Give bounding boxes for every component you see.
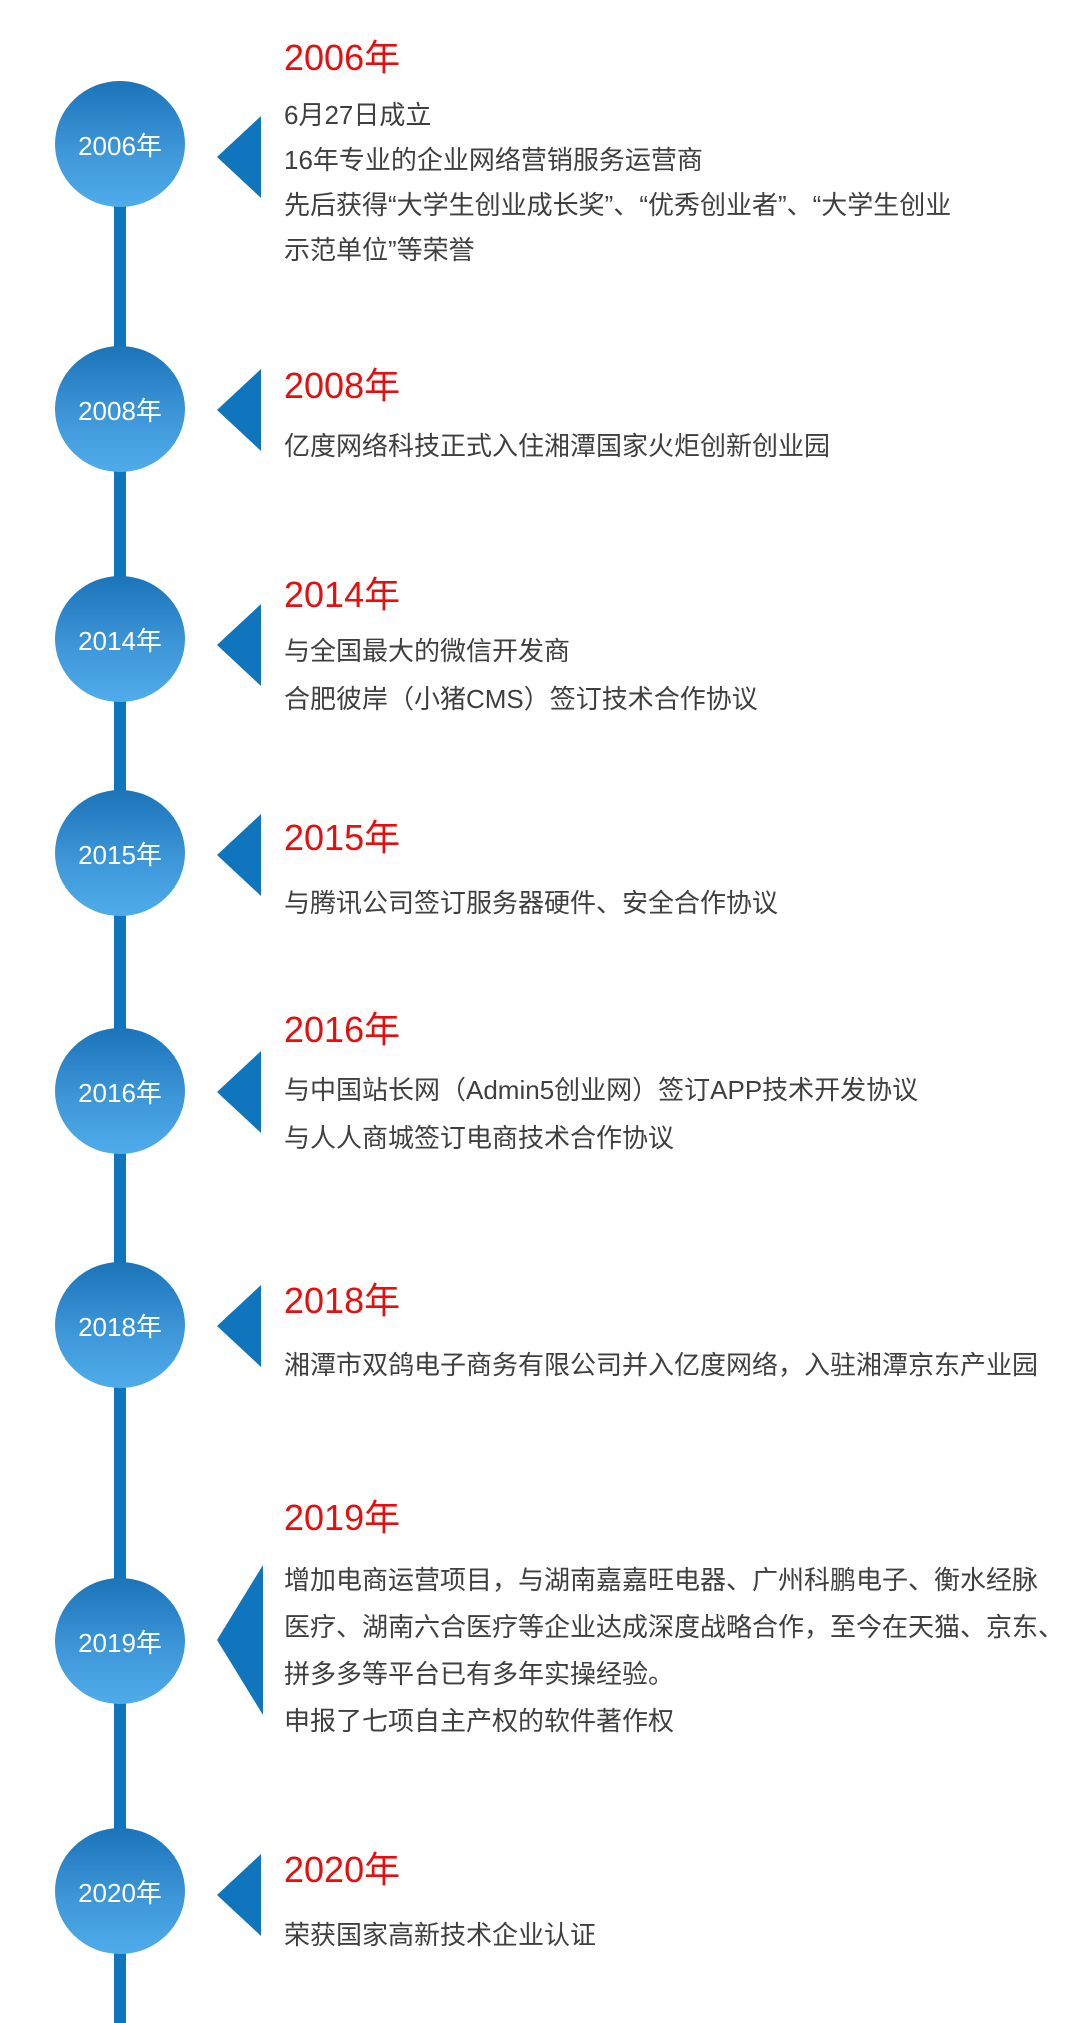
event-description-line: 16年专业的企业网络营销服务运营商: [284, 145, 703, 175]
arrow-left-icon: [217, 1285, 261, 1367]
year-circle-label: 2020年: [78, 1877, 162, 1908]
year-circle: 2016年: [55, 1028, 185, 1154]
event-year-heading: 2008年: [284, 365, 401, 406]
event-description: 6月27日成立 16年专业的企业网络营销服务运营商 先后获得“大学生创业成长奖”…: [284, 93, 951, 273]
arrow-left-icon: [217, 1051, 261, 1133]
event-description-line: 与全国最大的微信开发商: [284, 636, 571, 666]
arrow-left-icon: [217, 1854, 261, 1936]
event-description-line: 亿度网络科技正式入住湘潭国家火炬创新创业园: [284, 431, 831, 461]
year-circle: 2014年: [55, 576, 185, 702]
event-year-heading: 2015年: [284, 817, 401, 858]
year-circle: 2008年: [55, 346, 185, 472]
event-description: 亿度网络科技正式入住湘潭国家火炬创新创业园: [284, 422, 830, 470]
event-description-line: 申报了七项自主产权的软件著作权: [284, 1706, 675, 1736]
year-circle-label: 2014年: [78, 625, 162, 656]
event-description-line: 示范单位”等荣誉: [284, 235, 475, 265]
event-year-heading: 2020年: [284, 1849, 401, 1890]
event-description-line: 与人人商城签订电商技术合作协议: [284, 1123, 675, 1153]
event-description-line: 医疗、湖南六合医疗等企业达成深度战略合作，至今在天猫、京东、: [284, 1612, 1065, 1642]
event-description-line: 6月27日成立: [284, 100, 432, 130]
arrow-left-icon: [217, 1565, 263, 1715]
event-description-line: 荣获国家高新技术企业认证: [284, 1920, 597, 1950]
arrow-left-icon: [217, 814, 261, 896]
year-circle: 2018年: [55, 1262, 185, 1388]
year-circle-label: 2019年: [78, 1627, 162, 1658]
event-description-line: 与中国站长网（Admin5创业网）签订APP技术开发协议: [284, 1075, 919, 1105]
event-description: 增加电商运营项目，与湖南嘉嘉旺电器、广州科鹏电子、衡水经脉 医疗、湖南六合医疗等…: [284, 1557, 1064, 1745]
year-circle-label: 2016年: [78, 1077, 162, 1108]
event-description: 与中国站长网（Admin5创业网）签订APP技术开发协议 与人人商城签订电商技术…: [284, 1066, 918, 1162]
year-circle-label: 2008年: [78, 395, 162, 426]
event-description: 荣获国家高新技术企业认证: [284, 1911, 596, 1959]
year-circle: 2006年: [55, 81, 185, 207]
event-description-line: 与腾讯公司签订服务器硬件、安全合作协议: [284, 888, 779, 918]
event-year-heading: 2018年: [284, 1280, 401, 1321]
arrow-left-icon: [217, 604, 261, 686]
year-circle: 2019年: [55, 1578, 185, 1704]
year-circle-label: 2015年: [78, 839, 162, 870]
arrow-left-icon: [217, 369, 261, 451]
event-description-line: 先后获得“大学生创业成长奖”、“优秀创业者”、“大学生创业: [284, 190, 952, 220]
event-year-heading: 2016年: [284, 1009, 401, 1050]
event-description-line: 湘潭市双鸽电子商务有限公司并入亿度网络，入驻湘潭京东产业园: [284, 1350, 1039, 1380]
arrow-left-icon: [217, 116, 261, 198]
event-year-heading: 2014年: [284, 574, 401, 615]
year-circle-label: 2018年: [78, 1311, 162, 1342]
event-year-heading: 2006年: [284, 37, 401, 78]
year-circle: 2015年: [55, 790, 185, 916]
event-description: 与腾讯公司签订服务器硬件、安全合作协议: [284, 879, 778, 927]
event-description: 与全国最大的微信开发商 合肥彼岸（小猪CMS）签订技术合作协议: [284, 627, 758, 723]
event-description-line: 拼多多等平台已有多年实操经验。: [284, 1659, 675, 1689]
event-description: 湘潭市双鸽电子商务有限公司并入亿度网络，入驻湘潭京东产业园: [284, 1341, 1038, 1389]
year-circle: 2020年: [55, 1828, 185, 1954]
event-description-line: 合肥彼岸（小猪CMS）签订技术合作协议: [284, 684, 758, 714]
year-circle-label: 2006年: [78, 130, 162, 161]
event-year-heading: 2019年: [284, 1497, 401, 1538]
event-description-line: 增加电商运营项目，与湖南嘉嘉旺电器、广州科鹏电子、衡水经脉: [284, 1565, 1039, 1595]
